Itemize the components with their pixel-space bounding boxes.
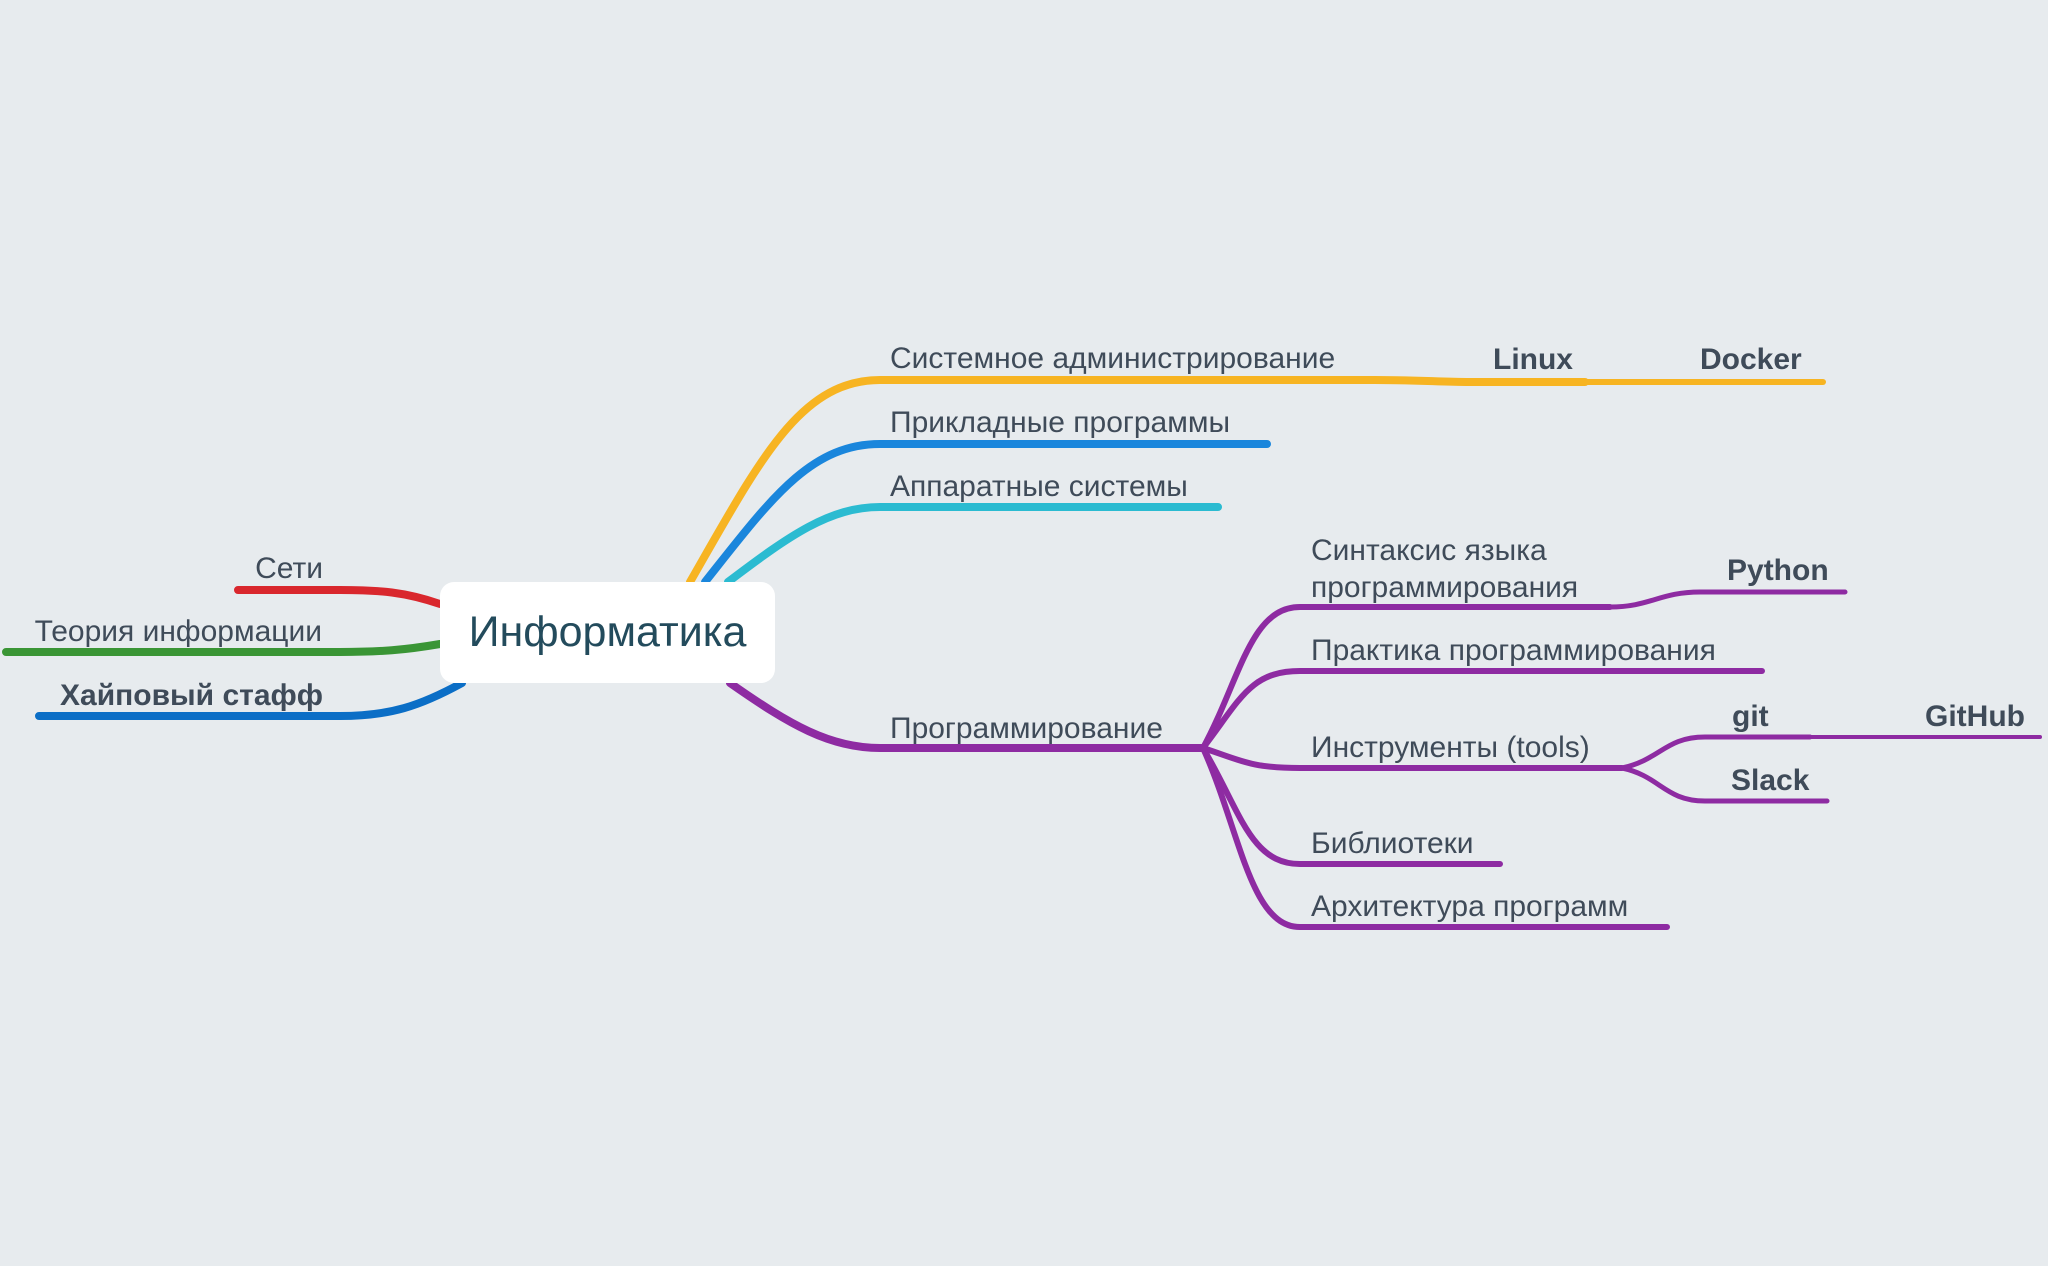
node-programming[interactable]: Программирование	[890, 712, 1163, 745]
root-node[interactable]: Информатика	[440, 582, 775, 683]
node-hype[interactable]: Хайповый стафф	[60, 679, 323, 712]
node-info-theory[interactable]: Теория информации	[34, 615, 322, 648]
node-networks[interactable]: Сети	[255, 552, 323, 585]
node-syntax-line2: программирования	[1311, 571, 1579, 604]
edge-libraries	[1200, 745, 1503, 867]
node-architecture[interactable]: Архитектура программ	[1311, 890, 1629, 923]
node-tools[interactable]: Инструменты (tools)	[1311, 731, 1590, 764]
edge-info-theory	[2, 640, 444, 656]
node-libraries[interactable]: Библиотеки	[1311, 827, 1474, 860]
node-github[interactable]: GitHub	[1925, 700, 2025, 733]
edge-hype	[35, 679, 466, 720]
node-slack[interactable]: Slack	[1731, 764, 1810, 797]
edge-apps	[701, 440, 1271, 586]
node-linux[interactable]: Linux	[1493, 343, 1573, 376]
root-node-label: Информатика	[468, 608, 747, 656]
edge-programming	[726, 679, 1207, 752]
node-hardware[interactable]: Аппаратные системы	[890, 470, 1188, 503]
edge-sysadmin	[686, 376, 1589, 586]
edge-hardware	[724, 503, 1222, 586]
node-python[interactable]: Python	[1727, 554, 1829, 587]
edge-architecture	[1200, 745, 1670, 930]
node-docker[interactable]: Docker	[1700, 343, 1802, 376]
node-sysadmin[interactable]: Системное администрирование	[890, 342, 1336, 375]
edge-practice	[1200, 668, 1765, 751]
edge-syntax	[1200, 604, 1613, 751]
edge-tools	[1200, 745, 1625, 771]
node-git[interactable]: git	[1732, 700, 1769, 733]
edge-python	[1607, 589, 1848, 610]
edge-slack	[1619, 765, 1830, 804]
node-syntax[interactable]: Синтаксис языка программирования	[1311, 532, 1578, 606]
edge-git	[1619, 734, 1813, 771]
node-apps[interactable]: Прикладные программы	[890, 406, 1231, 439]
node-syntax-line1: Синтаксис языка	[1311, 534, 1547, 567]
node-practice[interactable]: Практика программирования	[1311, 634, 1716, 667]
edge-networks	[234, 586, 444, 608]
